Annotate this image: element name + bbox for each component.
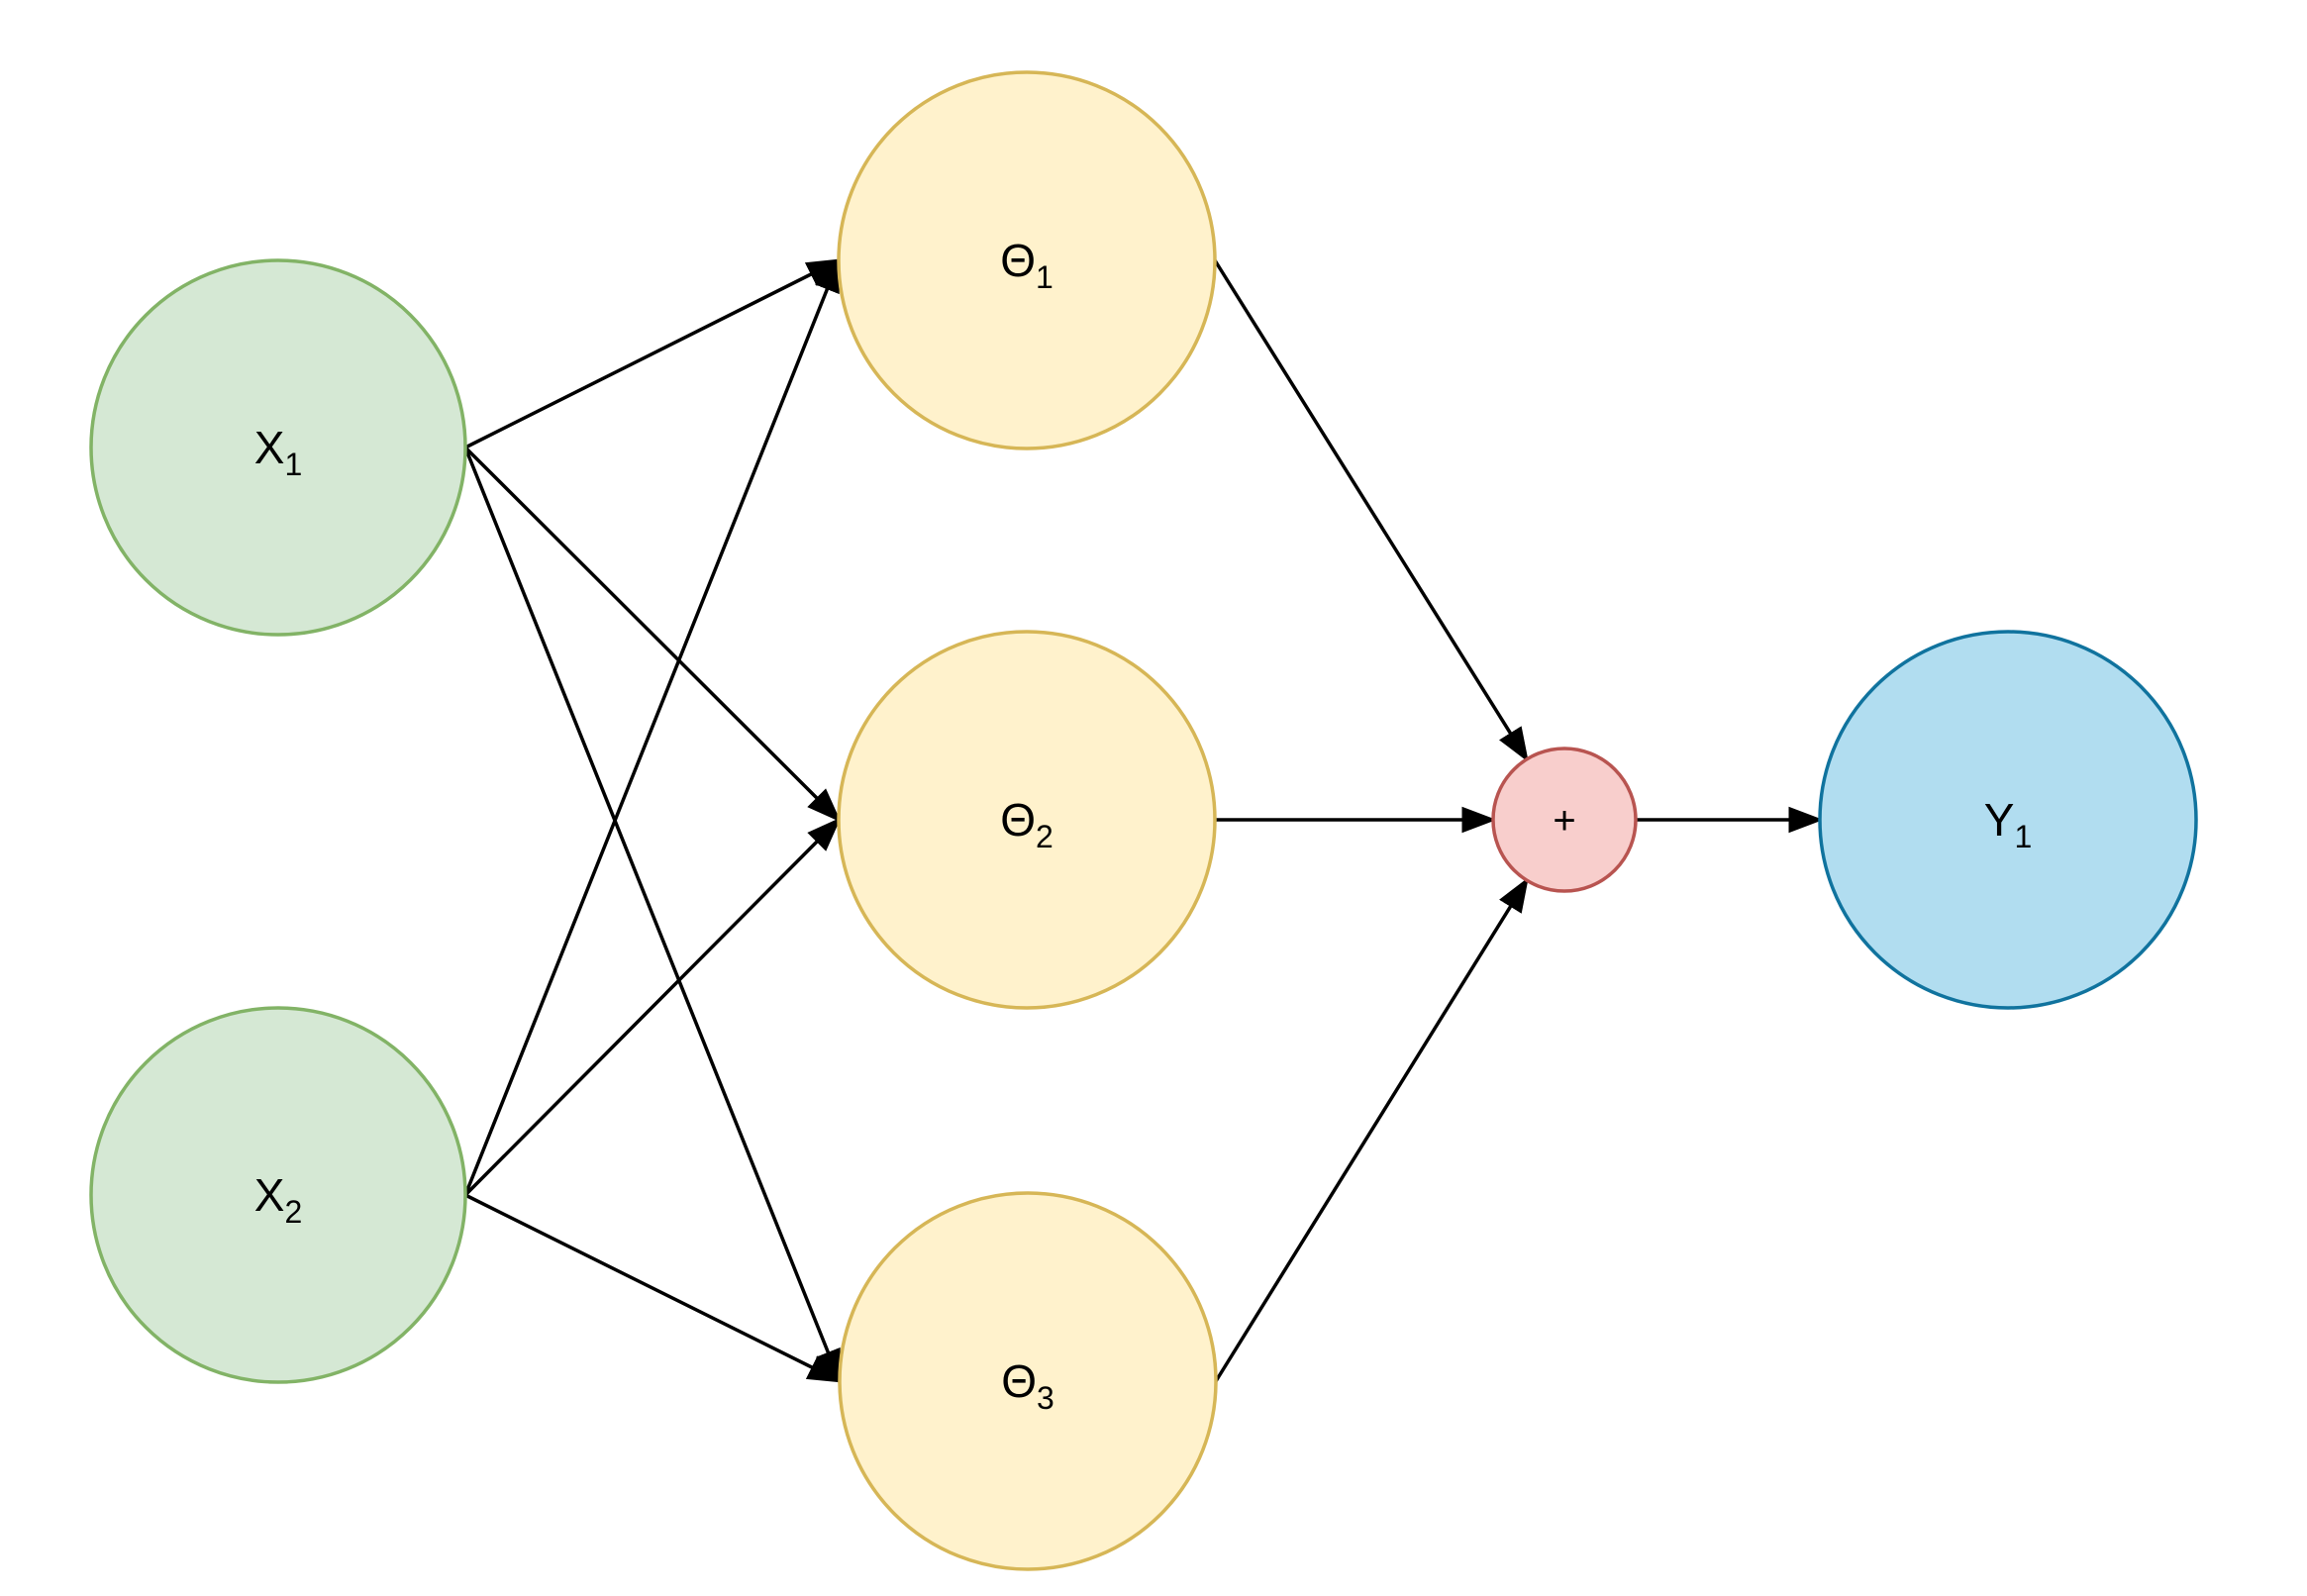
edge-theta1-sum xyxy=(1213,259,1529,762)
node-theta3: Θ3 xyxy=(838,1191,1218,1571)
node-x1: X1 xyxy=(89,258,467,637)
edge-x1-theta2 xyxy=(463,446,842,823)
node-sum: + xyxy=(1491,747,1638,893)
node-y1: Y1 xyxy=(1818,630,2198,1010)
node-theta1: Θ1 xyxy=(837,70,1217,450)
edge-x2-theta2 xyxy=(463,817,842,1197)
edges-layer xyxy=(463,256,1824,1385)
node-y1-circle xyxy=(1818,630,2198,1010)
node-theta2: Θ2 xyxy=(837,630,1217,1010)
node-x2-circle xyxy=(89,1006,467,1384)
edge-theta3-sum xyxy=(1214,877,1529,1382)
node-sum-circle xyxy=(1491,747,1638,893)
node-x1-circle xyxy=(89,258,467,637)
node-theta2-circle xyxy=(837,630,1217,1010)
edge-x2-theta1 xyxy=(463,256,841,1196)
node-theta1-circle xyxy=(837,70,1217,450)
edge-x1-theta3 xyxy=(463,447,842,1385)
edge-x1-theta1 xyxy=(464,258,843,449)
edge-x2-theta3 xyxy=(464,1193,844,1383)
node-x2: X2 xyxy=(89,1006,467,1384)
node-theta3-circle xyxy=(838,1191,1218,1571)
